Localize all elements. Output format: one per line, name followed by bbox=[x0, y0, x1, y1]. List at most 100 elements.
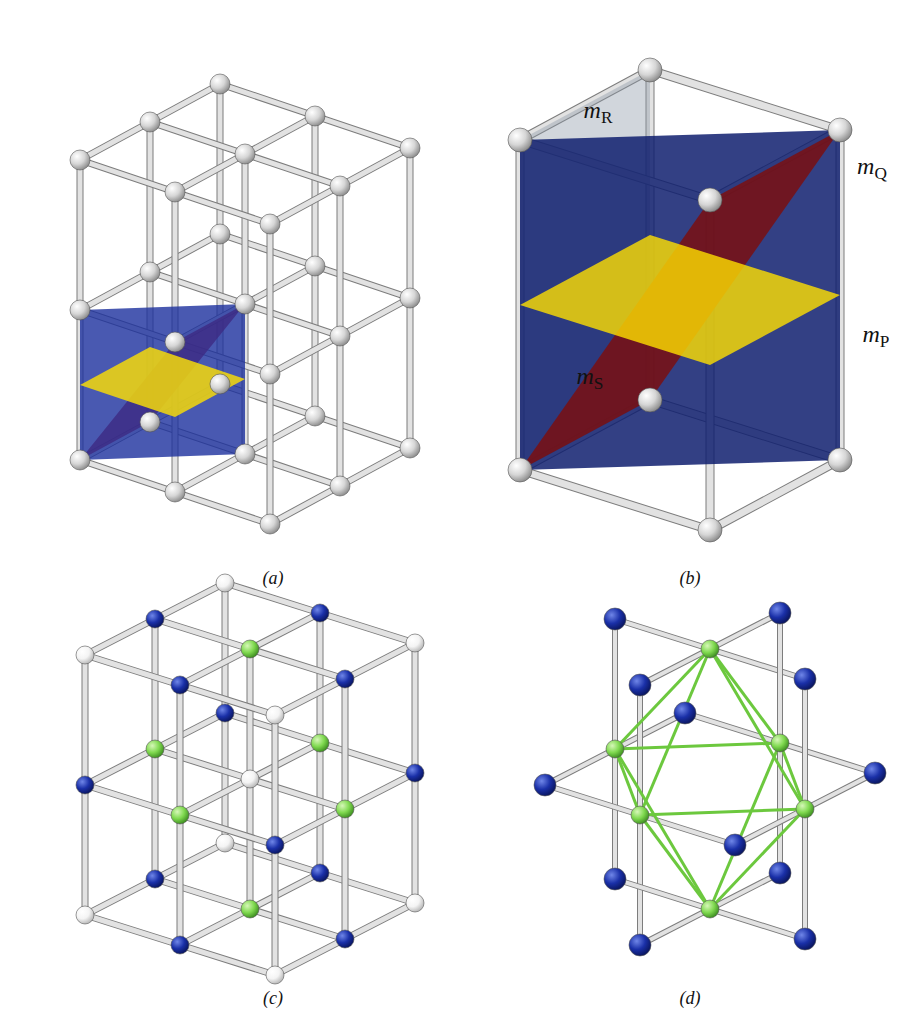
lattice-rod bbox=[150, 122, 245, 154]
lattice-rod bbox=[155, 879, 250, 909]
white-atom bbox=[266, 966, 284, 984]
grey-atom bbox=[260, 214, 280, 234]
lattice-rod bbox=[150, 234, 220, 272]
lattice-rod bbox=[245, 454, 340, 486]
lattice-rod bbox=[222, 713, 229, 843]
lattice-rod bbox=[80, 122, 150, 160]
blue-atom bbox=[769, 862, 791, 884]
blue-atom bbox=[794, 668, 816, 690]
blue-atom bbox=[629, 934, 651, 956]
lattice-rod bbox=[245, 266, 315, 304]
lattice-rod bbox=[312, 266, 319, 416]
blue-atom bbox=[336, 670, 354, 688]
lattice-rod bbox=[150, 234, 220, 272]
green-atom bbox=[171, 806, 189, 824]
lattice-rod bbox=[245, 416, 315, 454]
green-atom bbox=[241, 640, 259, 658]
lattice-rod bbox=[250, 873, 320, 909]
green-atom bbox=[631, 806, 649, 824]
white-atom bbox=[76, 646, 94, 664]
lattice-rod bbox=[345, 643, 415, 679]
lattice-rod bbox=[407, 298, 414, 448]
white-atom bbox=[266, 706, 284, 724]
grey-atom bbox=[210, 224, 230, 244]
lattice-rod bbox=[155, 583, 225, 619]
lattice-rod bbox=[177, 815, 184, 945]
mirror-plane bbox=[80, 347, 245, 417]
lattice-rod bbox=[245, 304, 340, 336]
lattice-rod bbox=[225, 583, 320, 613]
grey-atom bbox=[508, 458, 532, 482]
lattice-rod bbox=[320, 873, 415, 903]
blue-atom bbox=[406, 764, 424, 782]
lattice-rod bbox=[80, 272, 150, 310]
lattice-rod bbox=[180, 909, 250, 945]
lattice-rod bbox=[175, 192, 270, 224]
lattice-rod bbox=[710, 460, 840, 530]
lattice-rod bbox=[340, 448, 410, 486]
blue-atom bbox=[76, 776, 94, 794]
lattice-rod bbox=[148, 122, 153, 272]
lattice-rod bbox=[245, 116, 315, 154]
grey-atom bbox=[305, 406, 325, 426]
lattice-rod bbox=[180, 909, 250, 945]
lattice-rod bbox=[250, 779, 345, 809]
lattice-rod bbox=[80, 272, 150, 310]
lattice-rod bbox=[150, 272, 245, 304]
lattice-rod bbox=[340, 148, 410, 186]
mirror-plane bbox=[80, 304, 245, 460]
plane-label: mQ bbox=[857, 154, 887, 182]
grey-atom bbox=[210, 374, 230, 394]
lattice-rod bbox=[242, 154, 249, 304]
panel-a-lattice bbox=[70, 74, 420, 534]
lattice-rod bbox=[250, 909, 345, 939]
lattice-rod bbox=[175, 154, 245, 192]
octahedron-edge bbox=[640, 809, 805, 815]
lattice-rod bbox=[245, 416, 315, 454]
lattice-rod bbox=[315, 116, 410, 148]
lattice-rod bbox=[615, 619, 805, 679]
grey-atom bbox=[400, 138, 420, 158]
lattice-rod bbox=[315, 416, 410, 448]
lattice-rod bbox=[338, 186, 343, 336]
white-atom bbox=[406, 894, 424, 912]
blue-atom bbox=[629, 674, 651, 696]
lattice-rod bbox=[313, 116, 318, 266]
white-atom bbox=[76, 906, 94, 924]
lattice-rod bbox=[340, 298, 410, 336]
lattice-rod bbox=[640, 873, 780, 945]
lattice-rod bbox=[250, 649, 345, 679]
lattice-rod bbox=[150, 84, 220, 122]
grey-atom bbox=[235, 444, 255, 464]
octahedron-edge bbox=[780, 743, 805, 809]
lattice-rod bbox=[153, 619, 158, 749]
lattice-rod bbox=[175, 492, 270, 524]
grey-atom bbox=[698, 188, 722, 212]
plane-symbol: m bbox=[577, 363, 594, 389]
lattice-rod bbox=[155, 619, 250, 649]
lattice-rod bbox=[273, 715, 278, 845]
octahedron-edge bbox=[710, 649, 780, 743]
lattice-rod bbox=[175, 454, 245, 492]
grey-atom bbox=[70, 450, 90, 470]
green-atom bbox=[701, 640, 719, 658]
lattice-rod bbox=[82, 785, 89, 915]
lattice-rod bbox=[80, 160, 175, 192]
lattice-rod bbox=[155, 879, 250, 909]
lattice-rod bbox=[275, 679, 345, 715]
grey-atom bbox=[165, 332, 185, 352]
lattice-rod bbox=[318, 743, 323, 873]
lattice-rod bbox=[340, 298, 410, 336]
lattice-rod bbox=[320, 743, 415, 773]
grey-atom bbox=[698, 518, 722, 542]
lattice-rod bbox=[85, 655, 180, 685]
lattice-rod bbox=[178, 815, 183, 945]
lattice-rod bbox=[250, 873, 320, 909]
lattice-rod bbox=[155, 583, 225, 619]
grey-atom bbox=[330, 326, 350, 346]
lattice-rod bbox=[272, 715, 279, 845]
lattice-rod bbox=[315, 266, 410, 298]
lattice-rod bbox=[267, 374, 274, 524]
lattice-rod bbox=[175, 454, 245, 492]
lattice-rod bbox=[272, 845, 279, 975]
